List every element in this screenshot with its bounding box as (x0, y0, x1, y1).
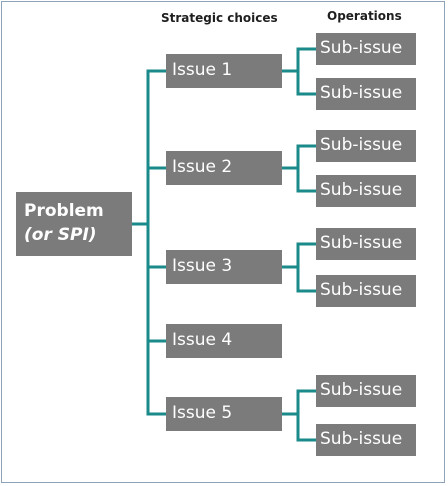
sub-issue-2-1-box: Sub-issue (316, 130, 416, 162)
sub-issue-5-2-box: Sub-issue (316, 424, 416, 456)
sub-issue-3-1-label: Sub-issue (320, 233, 403, 253)
sub-issue-3-2-box: Sub-issue (316, 275, 416, 307)
issue-5-box: Issue 5 (166, 397, 282, 431)
sub-issue-2-2-box: Sub-issue (316, 175, 416, 207)
issue-2-box: Issue 2 (166, 151, 282, 185)
sub-issue-1-2-label: Sub-issue (320, 83, 403, 103)
problem-label: Problem (24, 201, 104, 221)
issue-1-box: Issue 1 (166, 54, 282, 88)
sub-issue-1-1-box: Sub-issue (316, 33, 416, 65)
problem-sublabel: (or SPI) (24, 225, 97, 245)
sub-issue-2-1-label: Sub-issue (320, 135, 403, 155)
sub-issue-1-2-box: Sub-issue (316, 78, 416, 110)
header-strategic-choices: Strategic choices (161, 11, 278, 25)
sub-issue-5-1-label: Sub-issue (320, 380, 403, 400)
header-operations: Operations (327, 9, 402, 23)
issue-3-box: Issue 3 (166, 250, 282, 284)
sub-issue-5-1-box: Sub-issue (316, 375, 416, 407)
issue-4-label: Issue 4 (172, 330, 233, 350)
sub-issue-5-2-label: Sub-issue (320, 429, 403, 449)
issue-3-label: Issue 3 (172, 256, 233, 276)
problem-box: Problem (or SPI) (16, 192, 132, 256)
issue-4-box: Issue 4 (166, 324, 282, 358)
issue-1-label: Issue 1 (172, 60, 233, 80)
sub-issue-3-1-box: Sub-issue (316, 228, 416, 260)
sub-issue-1-1-label: Sub-issue (320, 38, 403, 58)
issue-2-label: Issue 2 (172, 157, 233, 177)
sub-issue-3-2-label: Sub-issue (320, 280, 403, 300)
issue-5-label: Issue 5 (172, 403, 233, 423)
sub-issue-2-2-label: Sub-issue (320, 180, 403, 200)
